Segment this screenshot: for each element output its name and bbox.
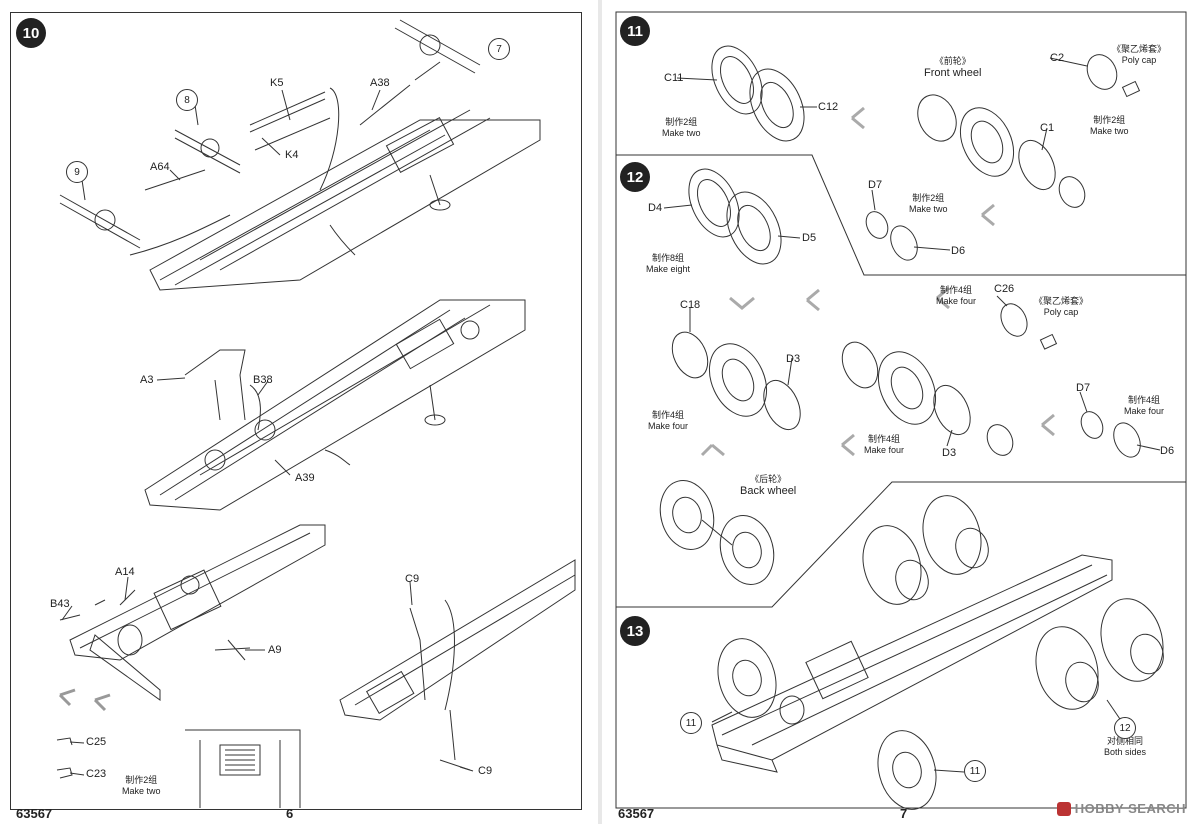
page-gutter — [598, 0, 602, 824]
part-label-b38: B38 — [253, 374, 273, 386]
back-wheel-title: 《后轮》 Back wheel — [740, 474, 797, 498]
assembly-arrow — [981, 203, 995, 227]
instruction-page-left: 10 — [0, 0, 598, 824]
watermark-logo-icon — [1056, 801, 1071, 816]
part-label-c23: C23 — [86, 768, 107, 780]
wheel-drawing — [688, 168, 918, 265]
product-code: 63567 — [16, 806, 53, 821]
callout-8: 8 — [176, 89, 198, 111]
part-label-d4: D4 — [648, 202, 663, 214]
make-four-note: 制作4组 Make four — [936, 285, 977, 307]
part-label-c9-top: C9 — [405, 573, 420, 585]
part-label-a38: A38 — [370, 77, 390, 89]
make-four-note: 制作4组 Make four — [864, 434, 905, 456]
part-label-a39: A39 — [295, 472, 315, 484]
instruction-page-right: 11 12 13 C11 C12 C2 C1 D7 D6 D4 D5 C18 D… — [602, 0, 1200, 824]
part-label-b43: B43 — [50, 598, 70, 610]
part-label-d7: D7 — [868, 179, 883, 191]
truck-chassis-drawing — [711, 495, 1164, 810]
callout-12: 12 — [1114, 717, 1136, 739]
part-label-a64: A64 — [150, 161, 170, 173]
part-label-d7: D7 — [1076, 382, 1091, 394]
callout-11: 11 — [964, 760, 986, 782]
part-label-c26: C26 — [994, 283, 1015, 295]
step-number-13: 13 — [620, 616, 650, 646]
part-label-k4: K4 — [285, 149, 299, 161]
both-sides-note: 对侧相同 Both sides — [1104, 736, 1147, 758]
wheel-drawing — [711, 45, 805, 142]
lower-right-chassis-drawing — [339, 559, 576, 771]
page-frame — [10, 12, 582, 810]
wheel-drawing — [659, 480, 775, 585]
make-two-note: 制作2组 Make two — [1090, 115, 1129, 137]
assembly-arrow — [58, 688, 76, 707]
lower-left-chassis-drawing — [59, 524, 326, 701]
page-number: 7 — [900, 806, 908, 821]
step-number-11: 11 — [620, 16, 650, 46]
part-label-c11: C11 — [664, 72, 684, 84]
wheel-assembly-drawing — [615, 11, 1187, 810]
watermark: HOBBY SEARCH — [1056, 801, 1186, 816]
radiator-frame-drawing — [185, 729, 301, 808]
page-frame — [615, 11, 1187, 809]
part-c23-drawing — [56, 767, 73, 779]
part-label-c1: C1 — [1040, 122, 1055, 134]
assembly-arrow — [700, 443, 725, 457]
callout-7: 7 — [488, 38, 510, 60]
part-label-d3: D3 — [942, 447, 957, 459]
assembly-arrow — [841, 433, 855, 457]
make-eight-note: 制作8组 Make eight — [646, 253, 691, 275]
assembly-arrow — [93, 693, 111, 712]
part-label-c2: C2 — [1050, 52, 1065, 64]
make-two-note: 制作2组 Make two — [909, 193, 948, 215]
poly-cap-note: 《聚乙烯套》 Poly cap — [1112, 44, 1167, 66]
callout-9: 9 — [66, 161, 88, 183]
step-divider — [616, 154, 1186, 276]
part-label-d6: D6 — [951, 245, 966, 257]
make-four-note: 制作4组 Make four — [648, 410, 689, 432]
part-label-c12: C12 — [818, 101, 839, 113]
callout-11: 11 — [680, 712, 702, 734]
middle-chassis-drawing — [144, 299, 526, 511]
front-wheel-title: 《前轮》 Front wheel — [924, 56, 982, 80]
page-number: 6 — [286, 806, 294, 821]
make-two-note: 制作2组 Make two — [662, 117, 701, 139]
part-label-c25: C25 — [86, 736, 107, 748]
part-label-c9-bottom: C9 — [478, 765, 493, 777]
part-label-d6: D6 — [1160, 445, 1175, 457]
step-number-12: 12 — [620, 162, 650, 192]
part-label-d5: D5 — [802, 232, 817, 244]
chassis-assembly-drawing — [56, 19, 576, 808]
assembly-arrow — [851, 106, 865, 130]
part-label-a9: A9 — [268, 644, 282, 656]
wheel-drawing — [671, 303, 1141, 458]
assembly-arrow — [729, 296, 755, 310]
assembly-arrow — [806, 288, 820, 312]
part-c25-drawing — [56, 737, 73, 746]
assembly-arrow — [1041, 413, 1055, 437]
part-label-d3: D3 — [786, 353, 801, 365]
step-divider — [616, 481, 1186, 608]
part-label-a14: A14 — [115, 566, 135, 578]
upper-chassis-drawing — [59, 19, 541, 291]
wheel-drawing — [917, 54, 1141, 208]
poly-cap-note: 《聚乙烯套》 Poly cap — [1034, 296, 1089, 318]
product-code: 63567 — [618, 806, 655, 821]
part-label-c18: C18 — [680, 299, 701, 311]
step-number-10: 10 — [16, 18, 46, 48]
make-four-note: 制作4组 Make four — [1124, 395, 1165, 417]
part-label-k5: K5 — [270, 77, 284, 89]
part-label-a3: A3 — [140, 374, 154, 386]
make-two-note: 制作2组 Make two — [122, 775, 161, 797]
assembly-arrow — [936, 286, 950, 310]
